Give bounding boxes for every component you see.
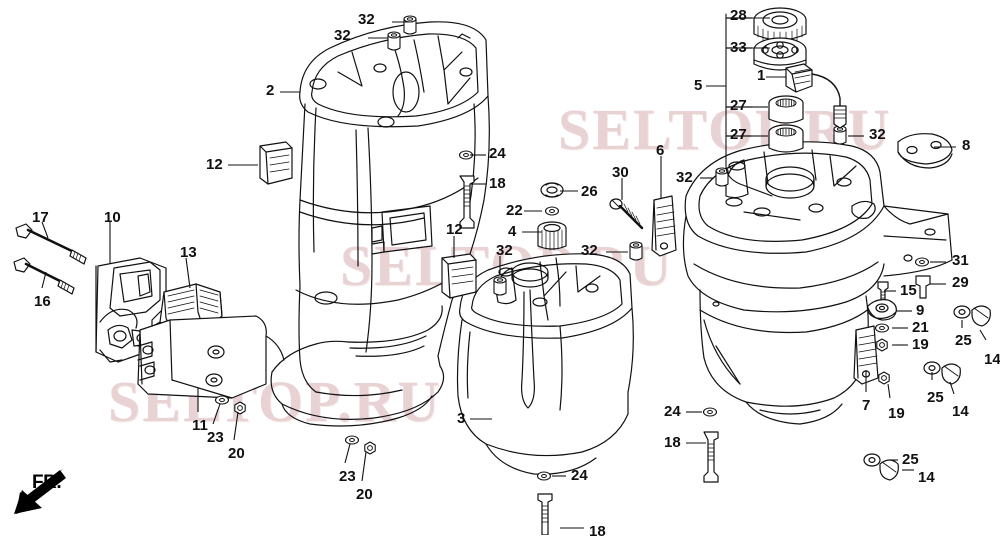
- orientation-arrow-icon: [14, 468, 66, 514]
- part-2-extension-case: [270, 21, 490, 427]
- callout-c18c: 18: [589, 523, 606, 540]
- part-31-washer: [914, 257, 930, 267]
- callout-c7: 7: [862, 397, 871, 414]
- part-24-washer-and-18-bolt-upper: [458, 150, 475, 229]
- callout-c4: 4: [508, 223, 517, 240]
- callout-c14a: 14: [984, 351, 1000, 368]
- callout-c18b: 18: [664, 434, 681, 451]
- leader-c23b: [344, 443, 351, 464]
- callout-c12b: 12: [446, 221, 463, 238]
- callout-c19b: 19: [888, 405, 905, 422]
- callout-c22: 22: [506, 202, 523, 219]
- callout-c10: 10: [104, 209, 121, 226]
- leader-c14a: [979, 329, 987, 341]
- part-1-sensor-with-lead: [785, 63, 847, 129]
- part-4-bushing: [537, 221, 567, 251]
- part-26-circlip: [540, 182, 564, 198]
- callout-c24b: 24: [664, 403, 681, 420]
- part-22-washer: [544, 206, 560, 216]
- part-29-bolt: [915, 275, 931, 299]
- leader-c13: [185, 257, 191, 289]
- part-16-bolt-short: [13, 257, 75, 295]
- callout-c3: 3: [457, 410, 466, 427]
- callout-c20a: 20: [228, 445, 245, 462]
- callout-c11: 11: [192, 417, 208, 434]
- callout-c32f: 32: [869, 126, 886, 143]
- part-12-anode-blocks: [259, 141, 477, 299]
- callout-c33: 33: [730, 39, 747, 56]
- part-27-needle-bearings: [768, 95, 804, 153]
- callout-c9: 9: [916, 302, 925, 319]
- callout-c13: 13: [180, 244, 197, 261]
- callout-c2: 2: [266, 82, 275, 99]
- callout-c18a: 18: [489, 175, 506, 192]
- part-17-bolt-long: [15, 223, 87, 265]
- callout-c27b: 27: [730, 126, 747, 143]
- right-gear-case-assembly: [682, 141, 953, 425]
- callout-c32a: 32: [358, 11, 375, 28]
- callout-c5: 5: [694, 77, 703, 94]
- callout-c14c: 14: [918, 469, 935, 486]
- leader-c14b: [949, 381, 955, 395]
- callout-c21: 21: [912, 319, 929, 336]
- callout-c15: 15: [900, 282, 917, 299]
- callout-c24a: 24: [489, 145, 506, 162]
- callout-c6: 6: [656, 142, 665, 159]
- part-8-mount-bracket: [897, 133, 953, 169]
- leader-c17: [41, 221, 49, 239]
- leader-c19b: [887, 383, 891, 399]
- leader-c20b: [361, 451, 367, 482]
- part-7-anode-bar: [853, 325, 879, 385]
- leader-c23a: [212, 403, 221, 425]
- part-24-and-18-right: [702, 407, 719, 483]
- callout-c27a: 27: [730, 97, 747, 114]
- callout-c32c: 32: [676, 169, 693, 186]
- callout-c32d: 32: [496, 242, 513, 259]
- callout-c23a: 23: [207, 429, 224, 446]
- callout-c32b: 32: [334, 27, 351, 44]
- callout-c25b: 25: [927, 389, 944, 406]
- callout-c25a: 25: [955, 332, 972, 349]
- part-28-ball-bearing: [753, 7, 807, 44]
- part-21-washer: [874, 323, 890, 333]
- callout-c14b: 14: [952, 403, 969, 420]
- callout-c29: 29: [952, 274, 969, 291]
- part-5-group-bracket: [725, 13, 773, 197]
- callout-c31: 31: [952, 252, 969, 269]
- callout-c30: 30: [612, 164, 629, 181]
- part-9-trim-tab-anode: [867, 299, 897, 321]
- callout-c32e: 32: [581, 242, 598, 259]
- callout-c25c: 25: [902, 451, 919, 468]
- callout-c23b: 23: [339, 468, 356, 485]
- part-30-screw: [609, 198, 644, 230]
- callout-c26: 26: [581, 183, 598, 200]
- leader-c20a: [233, 411, 239, 441]
- callout-c12a: 12: [206, 156, 223, 173]
- part-33-ball-bearing-open: [753, 37, 807, 71]
- callout-c19a: 19: [912, 336, 929, 353]
- part-24-and-18-bottom: [536, 471, 553, 535]
- callout-c8: 8: [962, 137, 971, 154]
- part-11-cover: [137, 315, 285, 399]
- callout-c16: 16: [34, 293, 51, 310]
- leader-c16: [41, 271, 47, 289]
- part-25-and-14-sets: [863, 305, 991, 481]
- callout-c20b: 20: [356, 486, 373, 503]
- part-6-anode-bar: [651, 195, 677, 257]
- orientation-label: FR.: [32, 472, 62, 493]
- callout-c24c: 24: [571, 467, 588, 484]
- part-19-nuts: [876, 338, 890, 385]
- callout-c28: 28: [730, 7, 747, 24]
- callout-c1: 1: [757, 67, 766, 84]
- part-3-gear-case: [456, 253, 634, 475]
- callout-c17: 17: [32, 209, 49, 226]
